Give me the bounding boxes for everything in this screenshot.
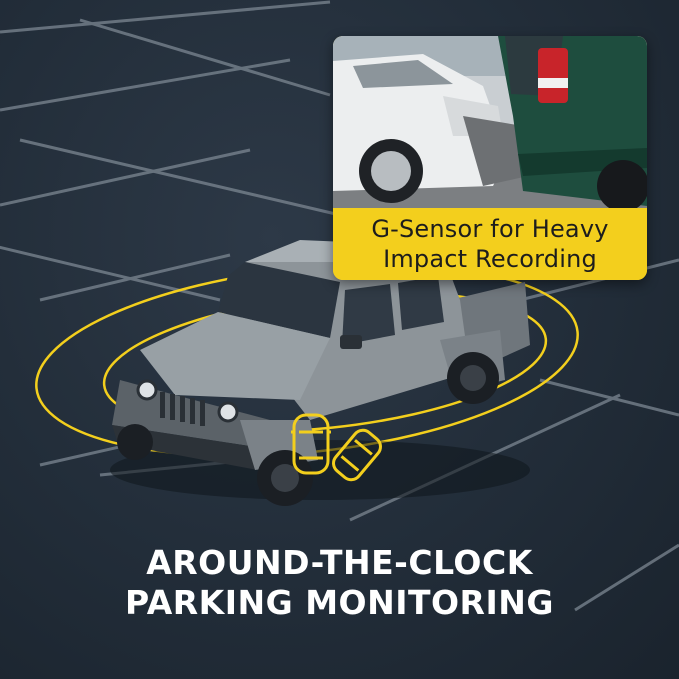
crash-photo — [333, 36, 647, 208]
inset-caption-text: G-Sensor for Heavy Impact Recording — [371, 215, 609, 273]
headline-line-2: PARKING MONITORING — [125, 583, 554, 622]
headline: AROUND-THE-CLOCK PARKING MONITORING — [0, 543, 679, 623]
pickup-truck — [110, 240, 530, 506]
car-impact-icon — [332, 428, 382, 482]
headline-line-1: AROUND-THE-CLOCK — [146, 543, 533, 582]
inset-caption: G-Sensor for Heavy Impact Recording — [333, 208, 647, 280]
impact-inset-card: G-Sensor for Heavy Impact Recording — [333, 36, 647, 280]
car-topdown-icon — [291, 413, 331, 475]
